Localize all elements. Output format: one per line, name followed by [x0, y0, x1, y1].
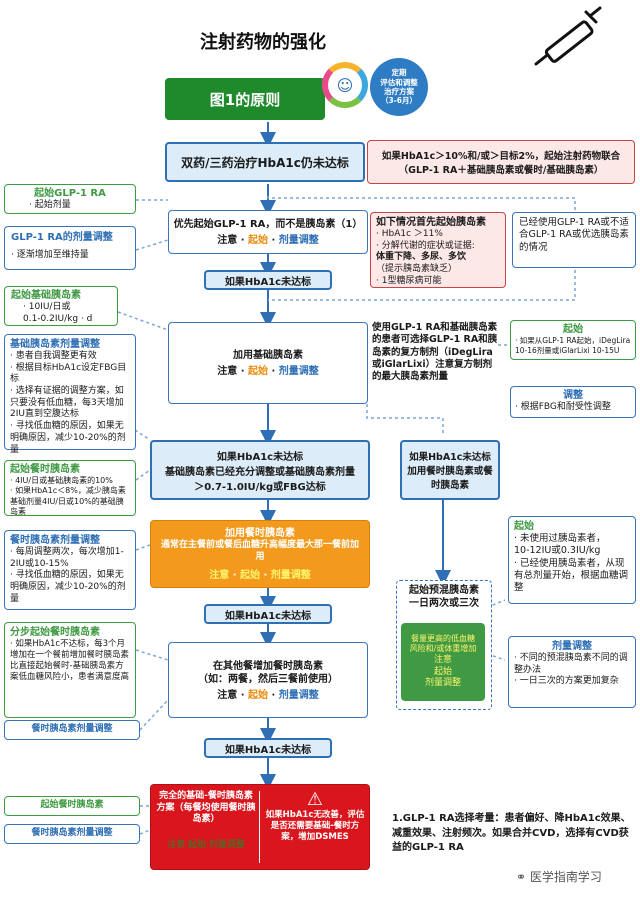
meal-adjust-box: 餐时胰岛素剂量调整 · 每周调整两次，每次增加1-2IU或10-15% · 寻找… — [4, 530, 136, 610]
meal-or-premix-box: 如果HbA1c未达标加用餐时胰岛素或餐时胰岛素 — [400, 440, 500, 500]
meal-start-2-box: 起始餐时胰岛素 — [4, 796, 140, 816]
stepwise-box: 分步起始餐时胰岛素 · 如果HbA1c不达标，每3个月增加在一个餐前增加餐时胰岛… — [4, 622, 136, 718]
premix-box: 起始预混胰岛素 一日两次或三次 餐量更高的低血糖 风险和/或体重增加 注意 起始… — [396, 580, 492, 710]
warning-icon: ⚠ — [306, 789, 324, 810]
premix-start-box: 起始 · 未使用过胰岛素者， 10-12IU或0.3IU/kg · 已经使用胰岛… — [508, 516, 636, 604]
chat-icon: ⚭ — [516, 870, 527, 884]
already-glp1-box: 已经使用GLP-1 RA或不适合GLP-1 RA或优选胰岛素的情况 — [512, 212, 636, 268]
basal-start-box: 起始基础胰岛素 · 10IU/日或 0.1-0.2IU/kg · d — [4, 286, 118, 326]
glp1-adjust-box: GLP-1 RA的剂量调整 · 逐渐增加至维持量 — [4, 226, 136, 270]
prefer-glp1-box: 优先起始GLP-1 RA，而不是胰岛素（1） 注意 · 起始 · 剂量调整 — [168, 210, 368, 254]
add-other-meals-box: 在其他餐增加餐时胰岛素 （如：两餐，然后三餐前使用） 注意 · 起始 · 剂量调… — [168, 642, 368, 718]
basal-adjust-box: 基础胰岛素剂量调整 · 患者自我调整更有效 · 根据目标HbA1c设定FBG目标… — [4, 334, 136, 455]
not-reached-2: 如果HbA1c未达标 — [204, 604, 332, 624]
meal-adjust-2-box: 餐时胰岛素剂量调整 — [4, 720, 140, 740]
glp1-start-box: 起始GLP-1 RA · 起始剂量 — [4, 184, 136, 214]
not-reached-1: 如果HbA1c未达标 — [204, 270, 332, 290]
full-basal-bolus-box: 完全的基础-餐时胰岛素 方案（每餐均使用餐时胰岛素） 注意·起始·剂量调整 ⚠ … — [150, 784, 370, 870]
basal-enough-box: 如果HbA1c未达标 基础胰岛素已经充分调整或基础胰岛素剂量 ＞0.7-1.0I… — [150, 440, 370, 500]
meal-start-box: 起始餐时胰岛素 · 4IU/日或基础胰岛素的10% · 如果HbA1c＜8%，减… — [4, 460, 136, 516]
combo-start-box: 起始 · 如果从GLP-1 RA起始，iDegLira 10-16剂量或iGla… — [510, 320, 636, 360]
principle-box: 图1的原则 — [165, 78, 325, 120]
watermark: ⚭ 医学指南学习 — [516, 870, 602, 884]
insulin-pen-icon — [534, 6, 602, 66]
person-icon: ☺ — [336, 75, 354, 95]
combo-text: 使用GLP-1 RA和基础胰岛素的患者可选择GLP-1 RA和胰岛素的复方制剂（… — [372, 322, 498, 383]
add-basal-box: 加用基础胰岛素 注意 · 起始 · 剂量调整 — [168, 322, 368, 404]
footnote: 1.GLP-1 RA选择考量：患者偏好、降HbA1c效果、减重效果、注射频次。如… — [392, 813, 631, 853]
step-links: 注意 · 起始 · 剂量调整 — [209, 570, 311, 582]
cycle-badge: 定期 评估和调整 治疗方案 （3-6月） — [370, 58, 428, 116]
step-links: 注意 · 起始 · 剂量调整 — [217, 366, 319, 377]
add-meal-box: 加用餐时胰岛素 通常在主餐前或餐后血糖升高幅度最大那一餐前加用 注意 · 起始 … — [150, 520, 370, 588]
insulin-first-box: 如下情况首先起始胰岛素 · HbA1c ＞11% · 分解代谢的症状或证据: 体… — [370, 212, 506, 288]
step-links: 注意 · 起始 · 剂量调整 — [217, 235, 319, 246]
not-reached-3: 如果HbA1c未达标 — [204, 738, 332, 758]
top-red-note: 如果HbA1c＞10%和/或＞目标2%，起始注射药物联合 （GLP-1 RA＋基… — [367, 140, 635, 184]
premix-adjust-box: 剂量调整 · 不同的预混胰岛素不同的调整办法 · 一日三次的方案更加复杂 — [508, 636, 636, 708]
step-links: 注意·起始·剂量调整 — [167, 840, 245, 851]
page-title: 注射药物的强化 — [200, 32, 326, 53]
top-node: 双药/三药治疗HbA1c仍未达标 — [165, 142, 365, 182]
step-links: 注意 · 起始 · 剂量调整 — [217, 689, 319, 701]
meal-adjust-3-box: 餐时胰岛素剂量调整 — [4, 824, 140, 844]
combo-adjust-box: 调整 · 根据FBG和耐受性调整 — [510, 386, 636, 418]
cycle-ring: ☺ — [322, 62, 368, 108]
premix-inner-box: 餐量更高的低血糖 风险和/或体重增加 注意 起始 剂量调整 — [401, 623, 485, 701]
